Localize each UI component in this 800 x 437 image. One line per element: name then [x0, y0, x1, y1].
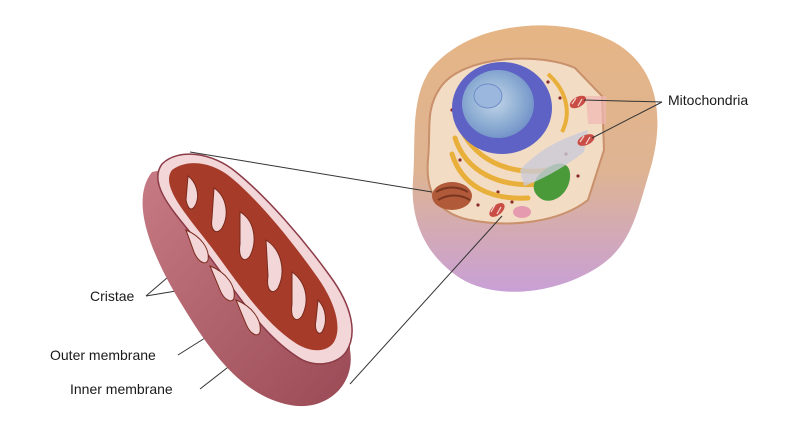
cell-mitochondrion-1 — [569, 95, 587, 109]
mito-pointer-1 — [583, 99, 663, 103]
nucleolus — [473, 83, 503, 109]
cell-illustration — [412, 25, 658, 292]
label-mitochondria: Mitochondria — [668, 92, 749, 108]
label-inner-membrane: Inner membrane — [70, 381, 173, 397]
label-cristae: Cristae — [90, 288, 135, 304]
zoom-line-bottom — [349, 215, 503, 385]
vesicle — [513, 206, 531, 218]
rough-er — [546, 72, 569, 133]
mito-pointer-2 — [591, 101, 663, 139]
smooth-er — [432, 182, 472, 210]
outer-pointer — [177, 337, 206, 356]
cell-mitochondrion-2 — [577, 134, 595, 146]
cell-mitochondrion-3 — [489, 203, 505, 217]
cytoskeleton-region — [520, 130, 588, 186]
zoom-line-top — [189, 151, 433, 193]
mitochondrion-cutaway — [142, 153, 353, 407]
label-outer-membrane: Outer membrane — [50, 347, 156, 363]
cristae — [185, 175, 326, 336]
cut-plane-highlight — [586, 96, 606, 124]
